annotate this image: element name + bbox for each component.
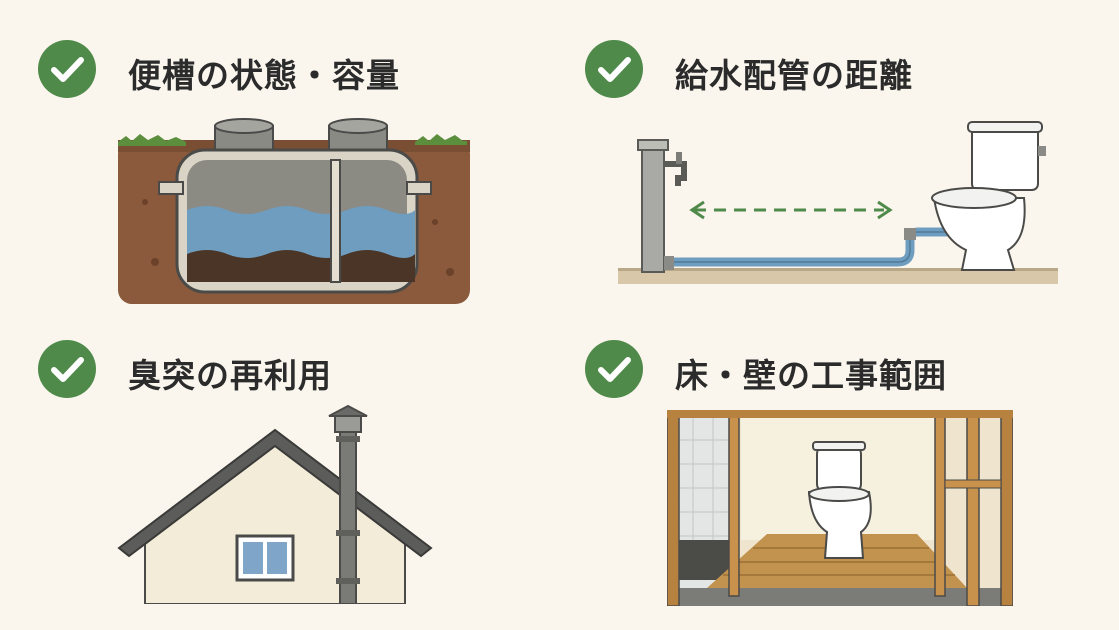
check-circle-icon — [38, 40, 96, 98]
check-circle-icon — [585, 40, 643, 98]
house-vent-illustration — [117, 404, 433, 604]
item-title: 給水配管の距離 — [675, 56, 913, 95]
check-circle-icon — [585, 340, 643, 398]
check-circle-icon — [38, 340, 96, 398]
item-title: 便槽の状態・容量 — [128, 56, 400, 95]
septic-tank-illustration — [118, 118, 470, 304]
item-title: 臭突の再利用 — [128, 356, 332, 395]
item-title: 床・壁の工事範囲 — [675, 356, 947, 395]
toilet-room-illustration — [667, 410, 1013, 606]
water-pipe-illustration — [618, 121, 1058, 284]
